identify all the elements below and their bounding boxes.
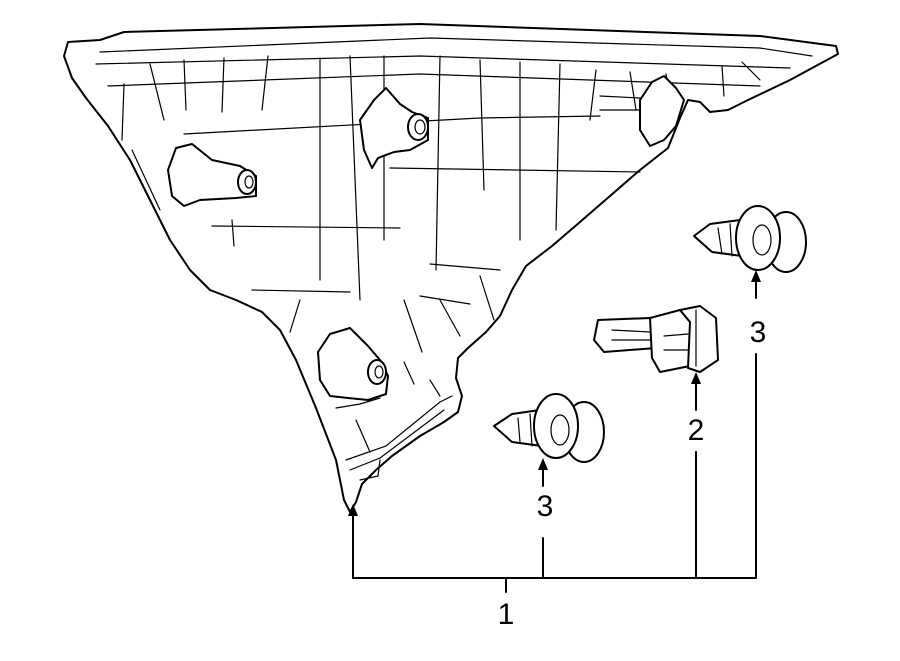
- callout-panel: 1: [498, 598, 515, 631]
- arrow-to-clip: [691, 372, 701, 384]
- arrowheads: [348, 270, 761, 516]
- clip-part-2: [593, 305, 719, 373]
- push-retainer-right: [693, 205, 807, 273]
- push-retainer-left: [493, 393, 605, 463]
- callout-clip: 2: [688, 414, 705, 447]
- callout-retainer-right: 3: [750, 316, 767, 349]
- callout-retainer-left: 3: [537, 490, 554, 523]
- arrow-to-retainer-left: [538, 458, 548, 470]
- arrow-to-retainer-right: [751, 270, 761, 282]
- arrow-to-panel: [348, 504, 358, 516]
- quarter-trim-panel: [63, 23, 839, 513]
